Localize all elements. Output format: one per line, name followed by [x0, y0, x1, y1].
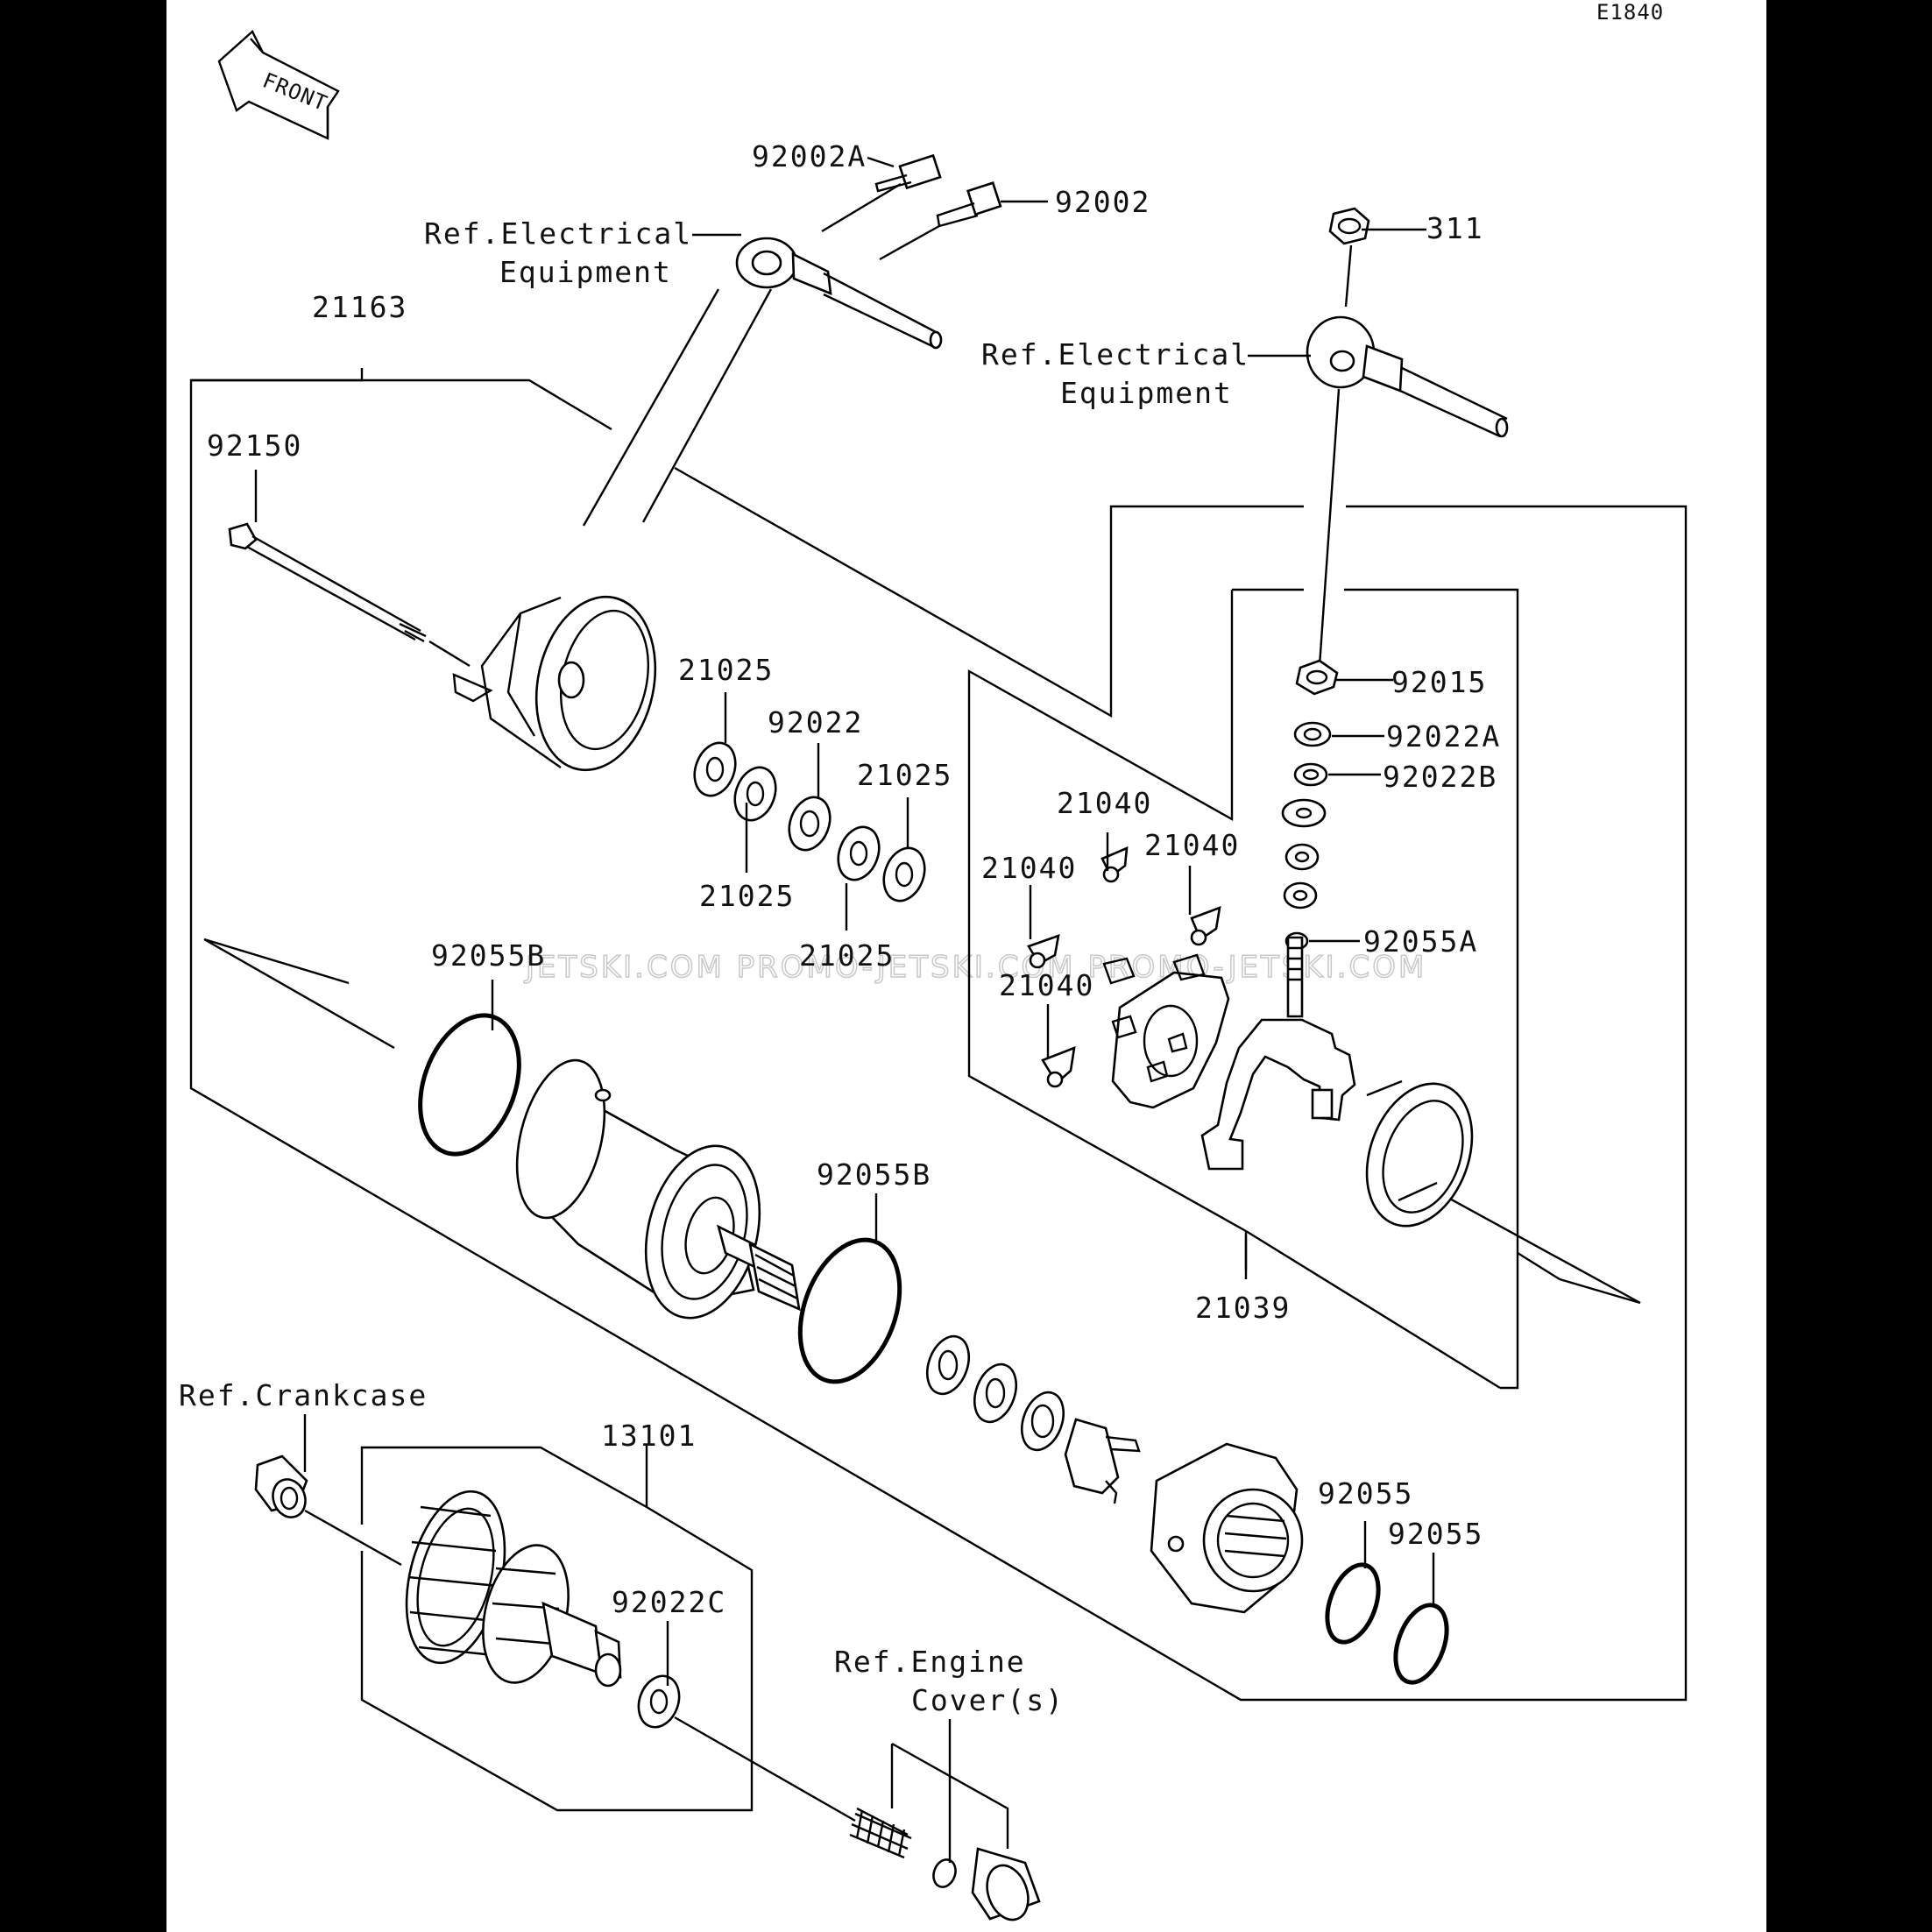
washer-92022B [1293, 762, 1328, 787]
ref-crankcase: Ref.Crankcase [179, 1378, 428, 1412]
exploded-view-diagram: E1840 FRONT JETSKI.COM PROMO-JETSKI.COM … [179, 0, 1688, 1921]
washer-21025-c [837, 825, 881, 881]
label-311: 311 [1426, 211, 1484, 245]
starter-clutch-gear [405, 1490, 622, 1688]
o-ring-92055B-front [418, 1013, 521, 1157]
front-arrow-icon: FRONT [217, 30, 340, 140]
collar [971, 1847, 1041, 1921]
leader-lines [254, 156, 1435, 1863]
brush-spring-21040-b [1190, 905, 1221, 946]
assembly-outline-21163 [189, 368, 1688, 1702]
label-92055B-rear: 92055B [817, 1157, 931, 1192]
ref-electrical-1-line2: Equipment [499, 255, 672, 289]
starter-rear-housing [1150, 1442, 1304, 1614]
ref-engine-leader [890, 1742, 1009, 1849]
label-92150: 92150 [207, 428, 302, 463]
washer-rear-3 [1020, 1391, 1065, 1452]
bushing-crankcase [254, 1454, 402, 1567]
starter-cable-terminal-1 [582, 237, 943, 527]
ref-electrical-2-line2: Equipment [1060, 376, 1233, 410]
spring [849, 1807, 912, 1859]
front-label: FRONT [259, 68, 331, 117]
ref-electrical-1-line1: Ref.Electrical [424, 216, 692, 251]
label-92055B-front: 92055B [431, 938, 546, 973]
assembly-outline-21039 [967, 588, 1641, 1390]
label-21040-c: 21040 [981, 851, 1077, 885]
label-92055-b: 92055 [1388, 1517, 1483, 1551]
label-92022A: 92022A [1386, 719, 1501, 754]
label-21040-b: 21040 [1144, 828, 1240, 862]
assembly-outline-13101 [360, 1446, 754, 1812]
brush-spring-21040-a [1100, 846, 1129, 883]
through-bolt-92150 [228, 522, 471, 668]
washer-21025-d [882, 846, 926, 902]
watermark: JETSKI.COM PROMO-JETSKI.COM PROMO-JETSKI… [524, 950, 1426, 985]
ref-engine-line1: Ref.Engine [834, 1645, 1026, 1679]
insulator-washer-2 [1284, 843, 1320, 871]
label-92015: 92015 [1391, 665, 1487, 699]
washer-92022 [788, 796, 832, 852]
label-21039: 21039 [1195, 1291, 1291, 1325]
label-92022C: 92022C [612, 1585, 726, 1619]
label-21040-a: 21040 [1057, 786, 1152, 820]
insulator-washer-3 [1283, 881, 1318, 909]
label-21025-c: 21025 [857, 758, 952, 792]
label-21025-d: 21025 [799, 938, 895, 973]
washer-21025-a [693, 741, 737, 797]
nut-311 [1328, 207, 1370, 308]
stopper-plate [1064, 1418, 1141, 1504]
label-21025-b: 21025 [699, 879, 795, 913]
commutator-cover [1365, 1079, 1474, 1228]
o-ring-92055-a [1325, 1562, 1381, 1645]
ref-electrical-2-line1: Ref.Electrical [981, 337, 1249, 372]
starter-front-cover [452, 595, 657, 772]
label-92002: 92002 [1055, 185, 1150, 219]
washer-rear-2 [973, 1362, 1018, 1424]
brush-spring-21040-c [1027, 934, 1060, 969]
insulator-washer-1 [1281, 798, 1327, 828]
brush-holder-terminal [1200, 936, 1356, 1171]
washer-rear-1 [925, 1334, 971, 1396]
starter-yoke-armature [515, 1058, 801, 1320]
label-21025-a: 21025 [678, 653, 774, 687]
o-ring-92055-b [1393, 1603, 1449, 1685]
label-13101: 13101 [601, 1419, 697, 1453]
brush-spring-21040-d [1041, 1045, 1076, 1088]
ref-engine-line2: Cover(s) [911, 1683, 1065, 1717]
washer-92022C [637, 1674, 856, 1822]
o-ring-92055B-rear [797, 1237, 902, 1384]
bolt-92002A [821, 153, 942, 233]
label-92002A: 92002A [752, 139, 867, 173]
washer-21025-b [733, 766, 777, 822]
washer-92022A [1293, 721, 1332, 747]
label-92022B: 92022B [1383, 760, 1497, 794]
washer-small [932, 1858, 957, 1888]
label-21163: 21163 [312, 290, 407, 324]
parts-diagram-sheet: E1840 FRONT JETSKI.COM PROMO-JETSKI.COM … [166, 0, 1766, 1932]
label-21040-d: 21040 [999, 968, 1094, 1002]
bolt-92002 [879, 181, 1002, 261]
nut-92015 [1295, 659, 1339, 696]
diagram-code: E1840 [1596, 0, 1664, 25]
starter-cable-terminal-2 [1306, 315, 1509, 667]
brush-plate [1102, 953, 1230, 1109]
label-92022: 92022 [768, 705, 863, 740]
label-92055A: 92055A [1363, 924, 1478, 959]
label-92055-a: 92055 [1318, 1476, 1413, 1511]
